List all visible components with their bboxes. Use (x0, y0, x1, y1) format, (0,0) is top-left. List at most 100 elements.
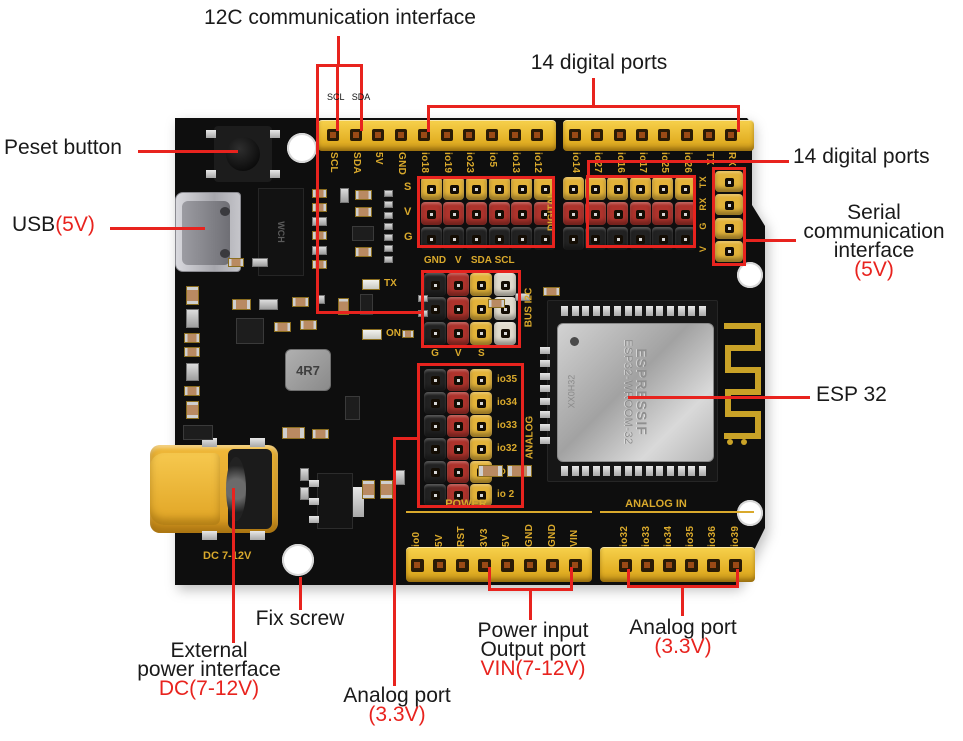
digital-right-line (587, 160, 789, 163)
pin-socket (658, 129, 671, 141)
smd-component (312, 231, 327, 240)
female-socket (465, 227, 487, 250)
ext-power-line2: power interface (137, 658, 281, 681)
esp32-label: ESP 32 (816, 383, 887, 406)
esp-pad (677, 306, 685, 316)
digital-top-left-drop (427, 105, 430, 132)
sda-pointer-line (360, 64, 363, 131)
smd-component (183, 425, 213, 440)
pin-socket (640, 558, 654, 572)
female-socket (715, 217, 743, 239)
pin-socket (613, 129, 626, 141)
smd-component (312, 429, 329, 439)
female-socket (424, 321, 446, 345)
analogin-bracket-stub (681, 585, 684, 616)
female-socket (674, 202, 696, 225)
analog-in-title-silkscreen: ANALOG IN (625, 498, 687, 510)
screw-hole-bottom-left (282, 544, 314, 576)
smd-component (384, 245, 393, 252)
pin-socket (531, 129, 544, 141)
pin-socket (349, 129, 362, 141)
female-socket (424, 369, 446, 391)
i2c-annotation-rect (421, 270, 521, 348)
smd-component (478, 465, 503, 477)
serial-label: Serial communication interface (5V) (803, 201, 945, 280)
scl-pointer-line (336, 64, 339, 131)
analog-annotation-rect (417, 363, 524, 508)
smd-component (355, 207, 372, 217)
smd-component (360, 294, 373, 315)
esp-pad (540, 359, 550, 367)
silkscreen-pin-label: io33 (641, 525, 653, 547)
fix-screw-label: Fix screw (255, 607, 345, 630)
smd-component (186, 401, 199, 419)
analog-silkscreen: ANALOG (524, 415, 536, 460)
esp-pad (667, 306, 674, 316)
female-socket (470, 415, 493, 437)
female-socket (447, 484, 470, 506)
female-socket (470, 369, 493, 391)
power-bracket-stub (529, 588, 532, 620)
analog-right-text: Analog port (629, 616, 737, 639)
smd-component (515, 293, 530, 301)
i2c-long-line (316, 64, 319, 314)
pin-socket (433, 558, 447, 572)
digital-right-annotation-rect (586, 175, 696, 248)
silkscreen-pin-label: io39 (729, 525, 741, 547)
female-socket (584, 202, 606, 225)
ext-power-voltage: DC(7-12V) (158, 677, 260, 700)
antenna-icon (724, 323, 761, 445)
female-socket (447, 461, 470, 483)
smd-component (355, 190, 372, 200)
serial-label-line2: communication (803, 220, 945, 243)
smd-component (312, 260, 327, 269)
silkscreen-pin-label: GND (546, 523, 558, 547)
analog-row-label: io33 (497, 420, 518, 431)
analog-center-horizontal-line (393, 437, 418, 440)
esp-pad (624, 466, 632, 476)
silkscreen-pin-label: VIN (569, 529, 581, 547)
analog-col-label: G (431, 348, 439, 359)
silkscreen-pin-label: 5V (501, 534, 513, 547)
pin-socket (440, 129, 453, 141)
female-socket (607, 227, 629, 250)
pin-socket (662, 558, 676, 572)
smd-component (384, 212, 393, 219)
digital-row-label: G (404, 231, 413, 243)
female-socket (562, 202, 584, 225)
esp-pad (688, 306, 696, 316)
smd-component (228, 258, 244, 267)
female-socket (424, 415, 446, 437)
esp-pad (656, 306, 664, 316)
dc-voltage-silkscreen: DC 7-12V (203, 550, 252, 562)
pin-socket (410, 558, 424, 572)
female-socket (652, 227, 674, 250)
smd-component (282, 427, 305, 439)
female-socket (447, 297, 470, 321)
female-socket (607, 177, 629, 200)
silkscreen-pin-label: io36 (707, 525, 719, 547)
smd-component (300, 487, 309, 500)
reset-button-component (206, 126, 280, 182)
female-socket (511, 227, 533, 250)
serial-label-line3: interface (833, 239, 915, 262)
smd-component (355, 247, 372, 257)
female-socket (562, 227, 584, 250)
smd-component (236, 318, 264, 344)
analogin-bracket-right (736, 569, 739, 588)
silkscreen-pin-label: 3V3 (478, 528, 490, 547)
female-socket (470, 273, 493, 296)
esp-pad (582, 466, 590, 476)
digital-top-bracket-line (427, 105, 740, 108)
female-socket (629, 202, 651, 225)
on-led (362, 329, 382, 340)
female-socket (443, 227, 465, 250)
smd-component (186, 363, 199, 381)
pin-socket (684, 558, 698, 572)
power-underline (406, 511, 592, 513)
female-socket (447, 415, 470, 437)
smd-component (252, 258, 268, 267)
serial-label-line1: Serial (847, 201, 901, 224)
serial-pin-label: G (698, 222, 708, 231)
